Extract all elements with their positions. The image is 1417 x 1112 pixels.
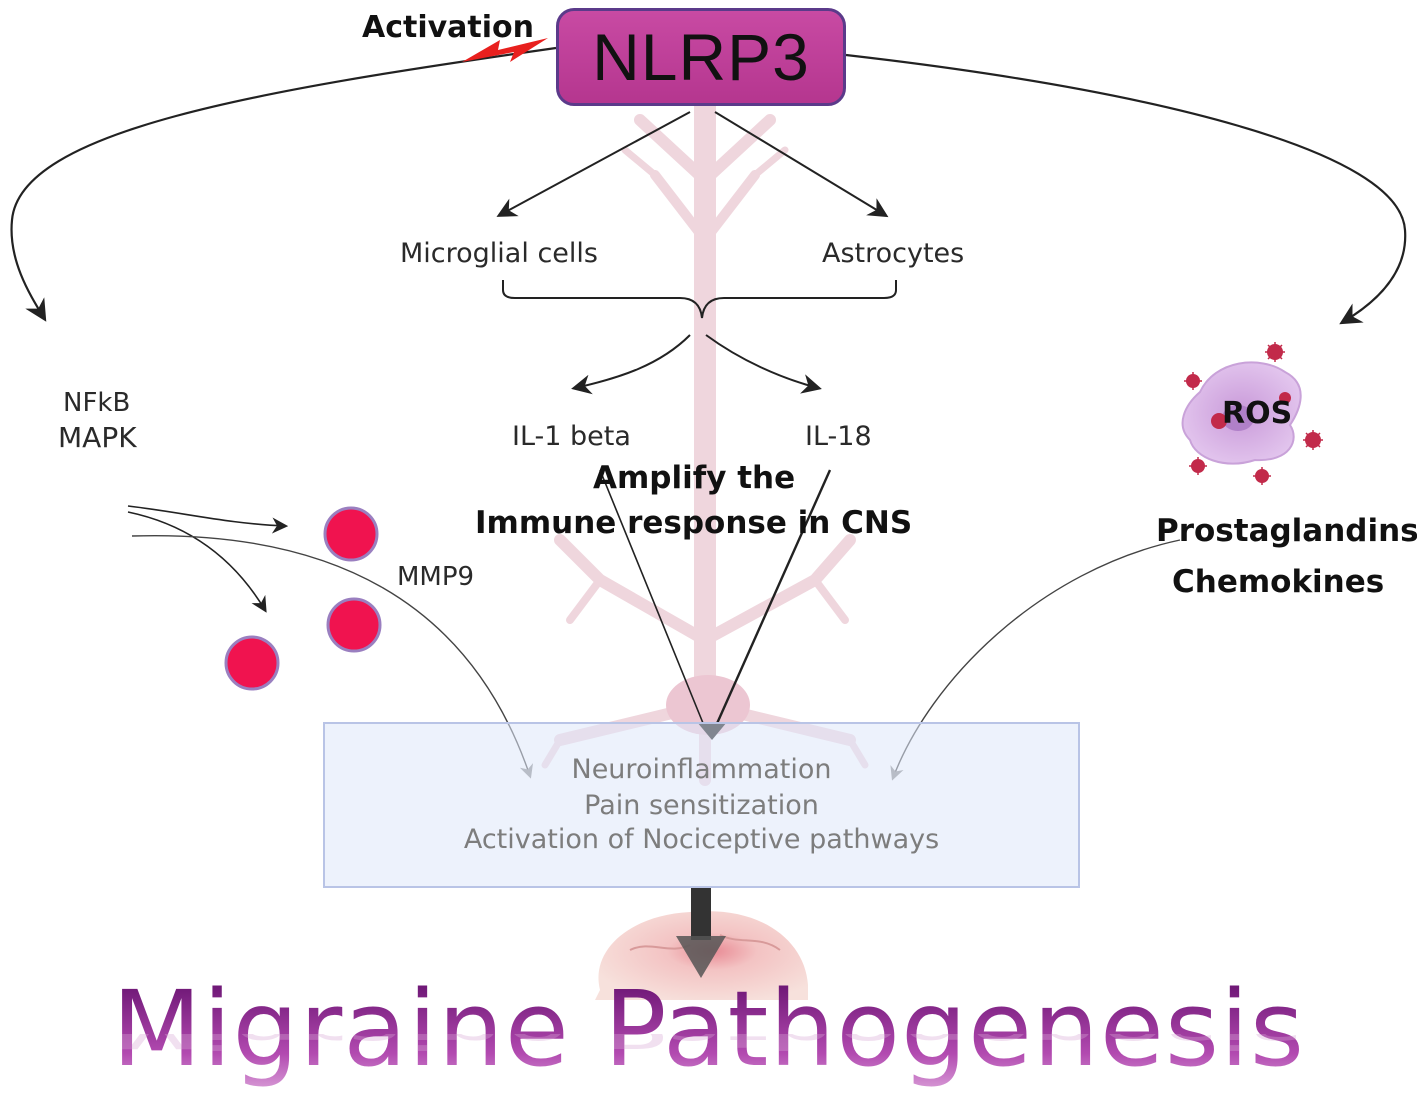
diagram-title: Migraine Pathogenesis (0, 968, 1417, 1090)
il1-beta-label: IL-1 beta (512, 421, 631, 452)
nlrp3-node: NLRP3 (556, 8, 846, 106)
ros-cell-icon (1181, 342, 1323, 485)
neuron-soma (666, 675, 750, 735)
arrow-nfkb-to-outcome (131, 534, 534, 779)
outcome-nociceptive-activation: Activation of Nociceptive pathways (463, 824, 940, 855)
arrow-il18-to-outcome (713, 469, 832, 729)
lightning-bolt-icon (462, 38, 548, 62)
astrocytes-label: Astrocytes (822, 238, 965, 269)
arrow-nlrp3-to-nfkb (10, 46, 557, 322)
arrow-nfkb-to-mmp9-2 (127, 511, 267, 613)
mmp9-molecule-icon (224, 506, 382, 691)
cells-brace (502, 280, 897, 319)
nfkb-label: NFkB (63, 388, 131, 418)
amplify-label-line2: Immune response in CNS (475, 505, 913, 541)
nlrp3-label: NLRP3 (592, 20, 810, 94)
ros-label: ROS (1222, 396, 1293, 431)
mapk-label: MAPK (58, 421, 137, 454)
outcome-pain-sensitization: Pain sensitization (584, 790, 819, 821)
il18-label: IL-18 (805, 421, 872, 452)
prostaglandins-label: Prostaglandins (1156, 513, 1417, 549)
down-arrow-shaft (691, 888, 711, 940)
arrow-to-il1beta (571, 334, 691, 395)
arrow-to-il18 (705, 334, 822, 394)
arrow-il1beta-to-outcome (599, 469, 706, 729)
arrow-nfkb-to-mmp9 (127, 505, 289, 534)
outcome-neuroinflammation: Neuroinflammation (571, 754, 832, 785)
down-arrow-head (676, 936, 726, 978)
chemokines-label: Chemokines (1172, 564, 1385, 600)
outcome-box: Neuroinflammation Pain sensitization Act… (323, 722, 1080, 888)
diagram-title-reflection: Migraine Pathogenesis (0, 1034, 1417, 1060)
arrow-nlrp3-to-microglia (496, 111, 691, 217)
microglial-cells-label: Microglial cells (400, 238, 598, 269)
mmp9-label: MMP9 (397, 562, 475, 592)
amplify-label-line1: Amplify the (593, 460, 796, 496)
arrow-nlrp3-to-astrocytes (714, 111, 889, 218)
arrow-nlrp3-to-ros (845, 53, 1407, 325)
activation-label: Activation (362, 10, 535, 45)
